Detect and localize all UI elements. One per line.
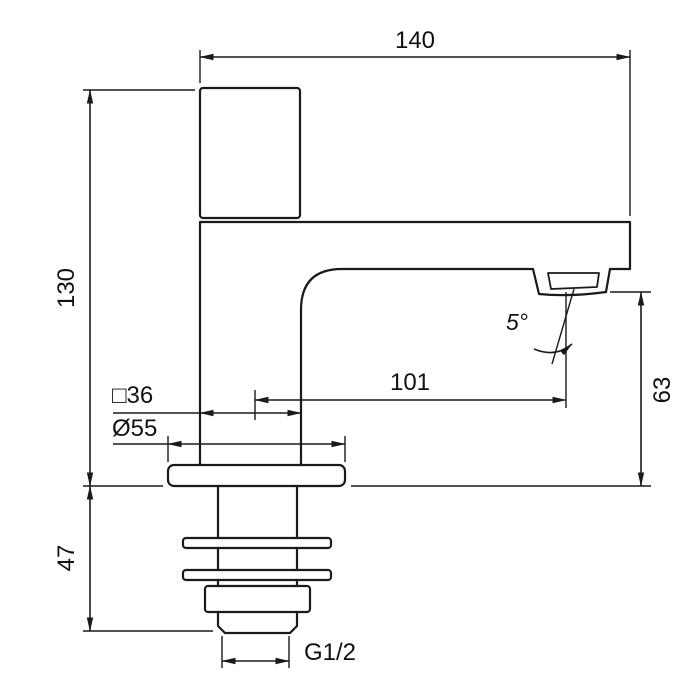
shank-upper <box>216 484 299 540</box>
base-flange <box>166 463 347 488</box>
dim-total-width-label: 140 <box>395 27 435 54</box>
shank-assembly <box>181 484 333 635</box>
shank-middle <box>216 546 299 572</box>
dim-total-width-extensions <box>199 50 631 216</box>
spout-angle-arc <box>533 343 573 356</box>
dim-total-width: 140 <box>199 27 631 216</box>
dim-thread: G1/2 <box>221 636 356 668</box>
thread-tip <box>216 610 299 635</box>
washer-bottom <box>181 568 333 582</box>
dim-thread-extensions <box>221 636 290 668</box>
dim-spout-angle: 5° <box>506 288 575 365</box>
spout-body <box>198 220 632 467</box>
dim-height-above-extensions <box>83 89 195 487</box>
dim-base-diameter-extensions <box>113 436 346 462</box>
dim-outlet-height: 63 <box>351 291 676 487</box>
handle-block <box>198 86 302 220</box>
washer-top <box>181 536 333 550</box>
faucet-outline <box>166 86 632 635</box>
dim-height-above: 130 <box>53 89 195 487</box>
dim-outlet-height-label: 63 <box>649 377 676 404</box>
dim-base-diameter: Ø55 <box>112 415 346 462</box>
backnut <box>203 584 312 614</box>
dim-height-below: 47 <box>53 485 213 632</box>
dim-height-above-label: 130 <box>53 268 80 308</box>
dim-body-section-label: □36 <box>112 382 153 409</box>
dim-base-diameter-label: Ø55 <box>112 415 157 442</box>
dim-height-below-label: 47 <box>53 545 80 572</box>
dim-spout-angle-label: 5° <box>506 309 528 335</box>
aerator-detail <box>547 272 600 290</box>
dim-spout-reach-label: 101 <box>390 369 430 396</box>
dim-body-section: □36 <box>112 382 302 417</box>
dim-thread-label: G1/2 <box>304 639 356 666</box>
